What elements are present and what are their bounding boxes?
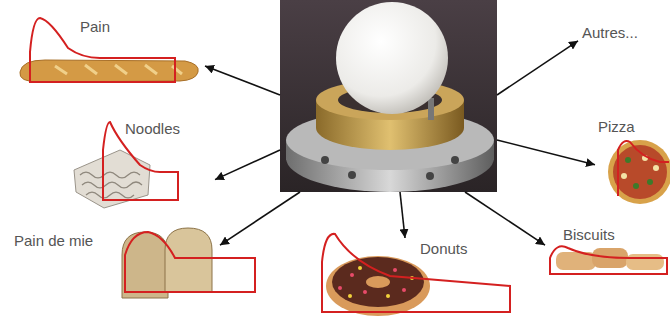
- biscuits-picture: [550, 246, 667, 274]
- food-node: Donuts: [318, 238, 518, 318]
- donut-picture: [322, 234, 510, 316]
- food-node: Autres...: [578, 20, 663, 46]
- food-node: Pizza: [595, 118, 667, 203]
- probe-node: [280, 0, 497, 192]
- bread-picture: [122, 228, 255, 298]
- arrow-connector: [465, 192, 545, 245]
- food-node: Pain de mie: [10, 228, 220, 306]
- food-node: Noodles: [70, 118, 215, 210]
- food-label: Pizza: [598, 118, 635, 135]
- food-label: Autres...: [582, 24, 638, 41]
- arrow-connector: [497, 41, 578, 95]
- food-node: Pain: [15, 12, 205, 90]
- baguette-picture: [20, 18, 198, 82]
- food-label: Donuts: [420, 240, 468, 257]
- arrow-connector: [215, 150, 280, 180]
- food-node: Biscuits: [545, 226, 667, 284]
- food-label: Noodles: [125, 120, 180, 137]
- arrow-connector: [497, 140, 595, 165]
- food-label: Biscuits: [563, 226, 615, 243]
- arrow-connector: [205, 66, 280, 95]
- food-label: Pain: [80, 18, 110, 35]
- food-label: Pain de mie: [14, 232, 93, 249]
- arrow-connector: [220, 192, 300, 245]
- pizza-picture: [608, 140, 670, 204]
- arrow-connector: [400, 192, 405, 238]
- probe-photo: [280, 0, 497, 192]
